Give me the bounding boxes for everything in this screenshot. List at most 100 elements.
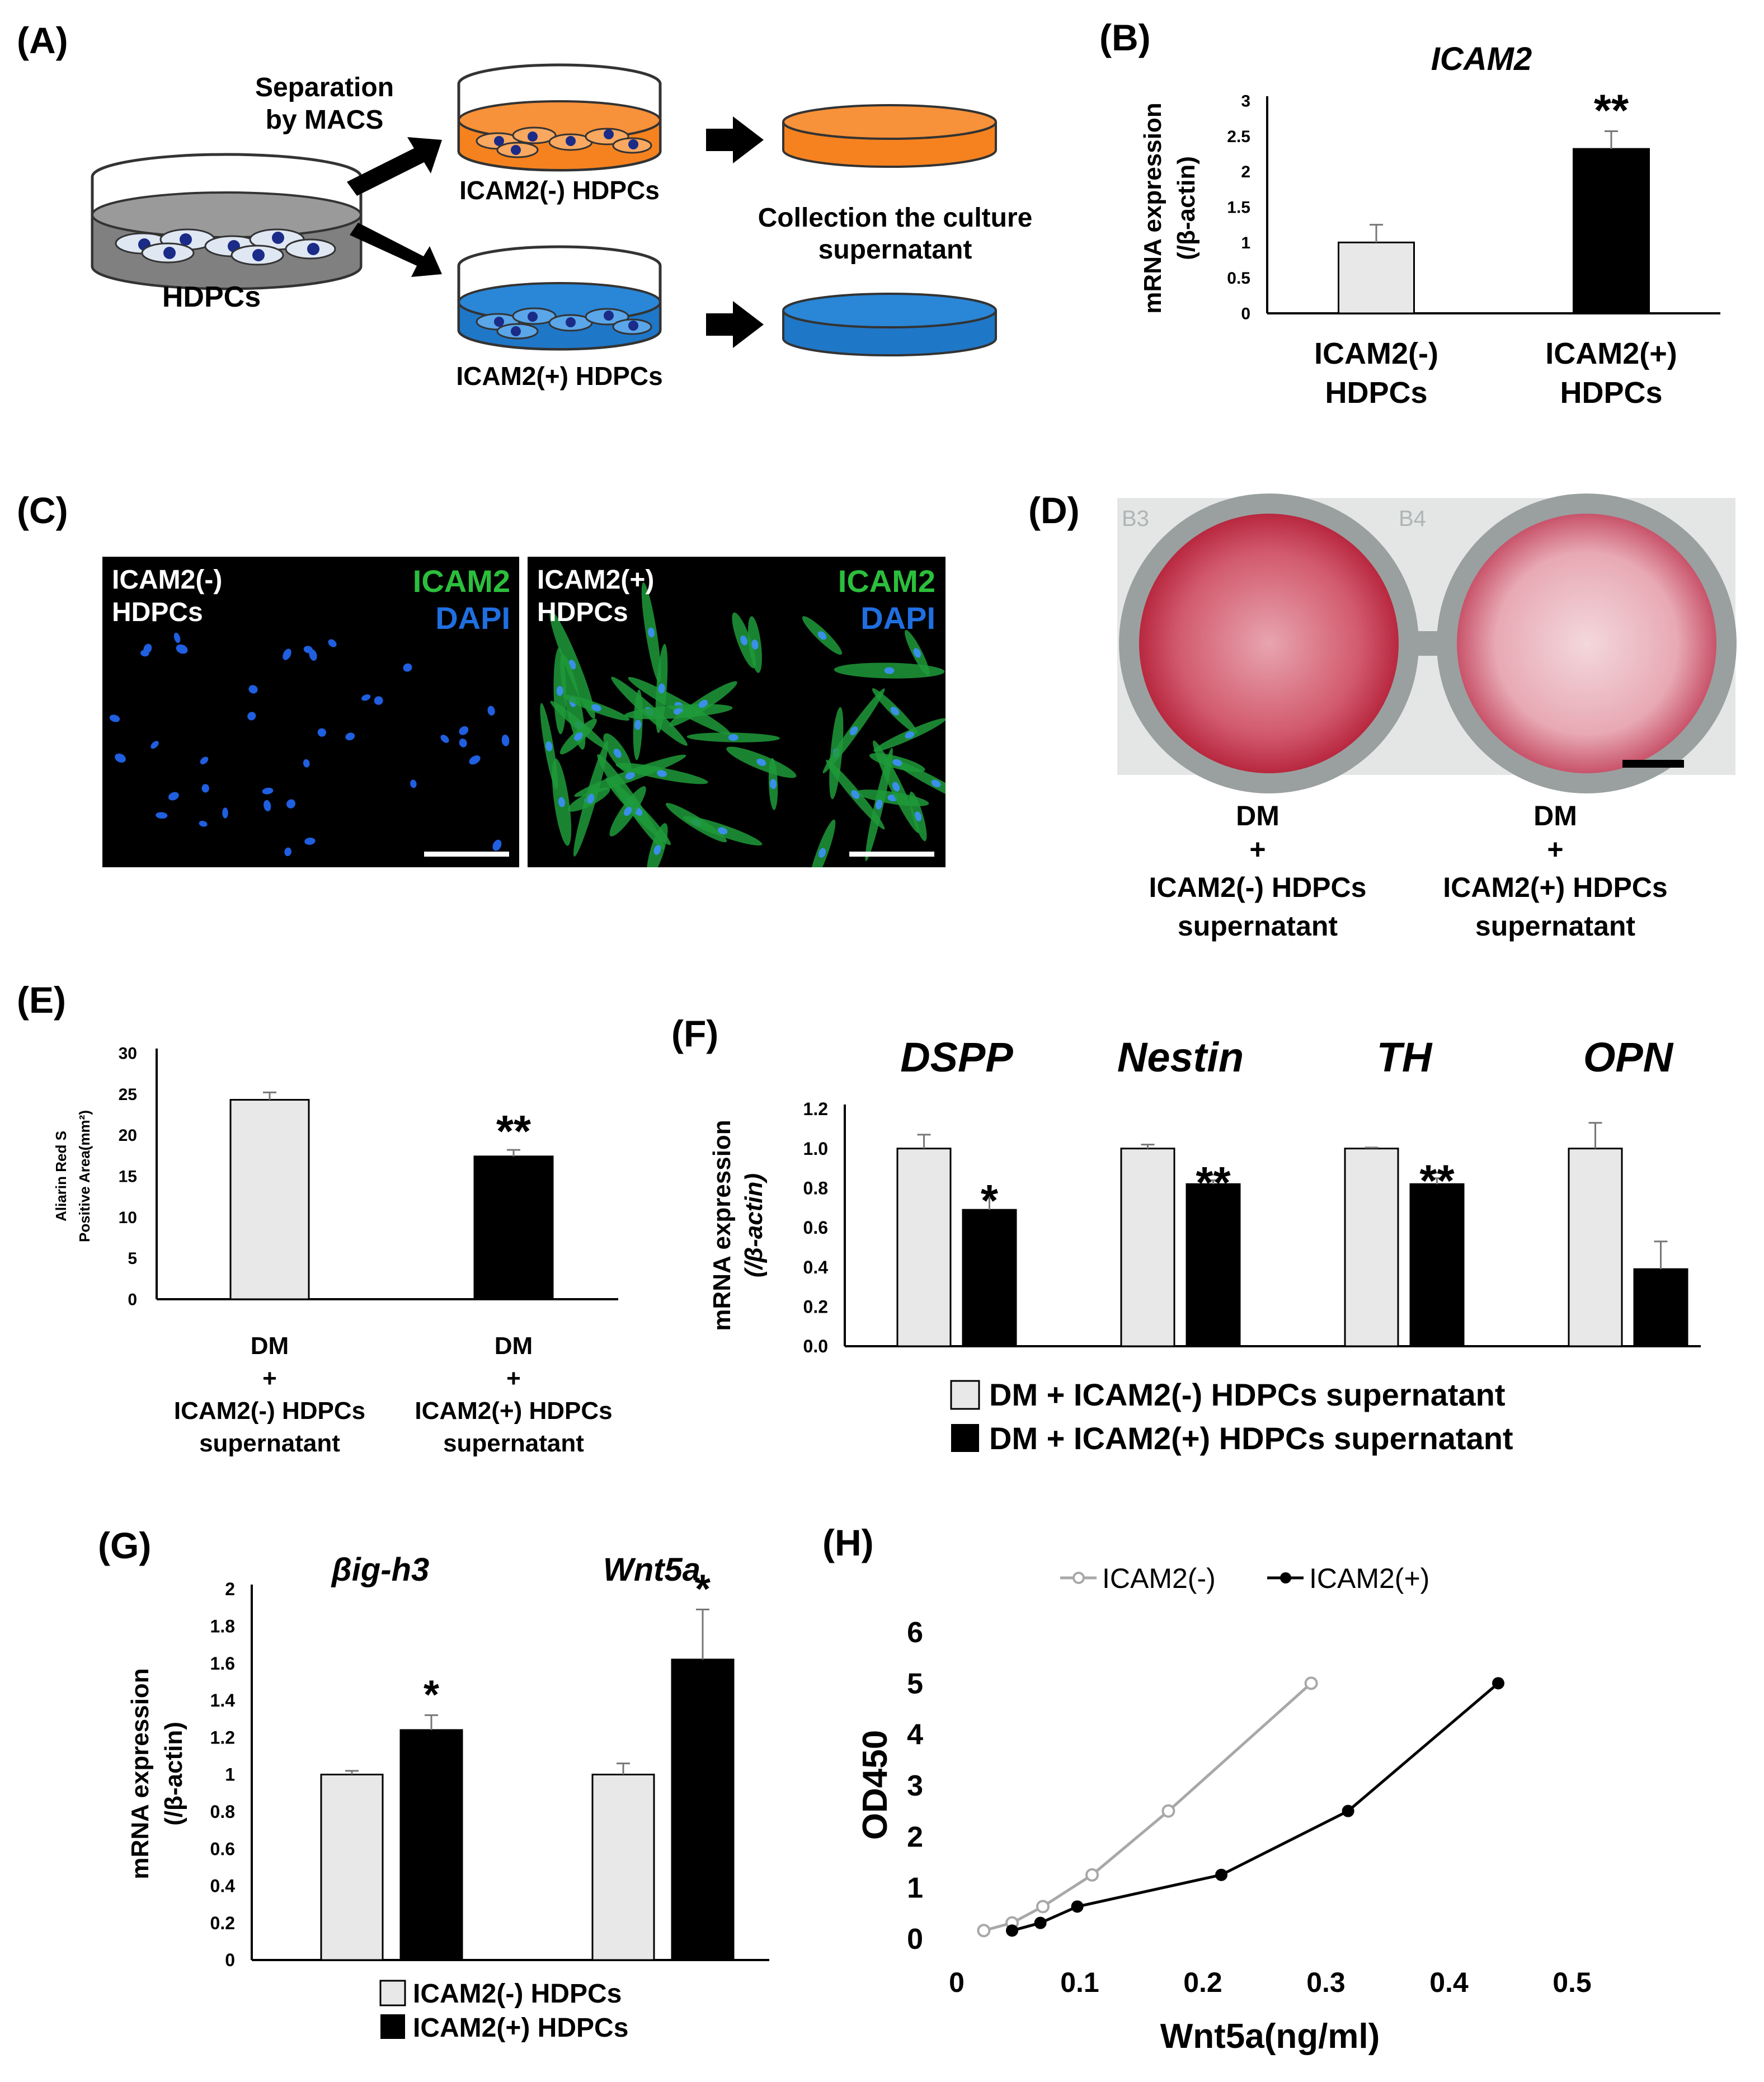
legend-label-pos: ICAM2(+) HDPCs xyxy=(413,2013,628,2043)
bar xyxy=(229,1099,310,1300)
x-tick-label: 0.3 xyxy=(1306,1967,1346,1998)
significance-marker: * xyxy=(695,1567,711,1611)
category-title: Wnt5a xyxy=(603,1552,700,1588)
y-tick-label: 0.4 xyxy=(210,1876,236,1896)
separation-label-2: by MACS xyxy=(266,105,384,135)
dapi-nucleus xyxy=(501,734,510,746)
significance-marker: ** xyxy=(1594,85,1629,135)
well-bridge xyxy=(1393,631,1460,656)
y-tick-label: 1.5 xyxy=(1227,199,1250,217)
data-point xyxy=(1342,1804,1354,1817)
y-axis-label: (/β-actin) xyxy=(1173,156,1200,260)
dapi-nucleus xyxy=(248,685,258,694)
y-tick-label: 1.6 xyxy=(210,1653,235,1674)
x-tick-label: + xyxy=(506,1365,521,1392)
panel-h-label: (H) xyxy=(822,1522,874,1563)
category-title: TH xyxy=(1377,1034,1433,1080)
dapi-nucleus xyxy=(591,704,601,712)
y-tick-label: 0 xyxy=(1241,305,1250,323)
y-tick-label: 0.6 xyxy=(210,1839,235,1859)
y-tick-label: 5 xyxy=(128,1249,137,1268)
y-tick-label: 30 xyxy=(119,1045,137,1063)
chart-title: ICAM2 xyxy=(1431,41,1532,77)
dapi-nucleus xyxy=(817,631,827,640)
dapi-nucleus xyxy=(492,839,502,851)
dapi-nucleus xyxy=(574,732,583,741)
y-tick-label: 2.5 xyxy=(1227,128,1250,146)
x-tick-label: DM xyxy=(495,1332,533,1360)
collection-label-2: supernatant xyxy=(819,235,972,265)
dapi-nucleus xyxy=(653,845,661,855)
c-pos-label-2: HDPCs xyxy=(537,598,628,627)
well-neg xyxy=(1139,514,1399,773)
dapi-nucleus xyxy=(931,779,941,787)
scale-bar xyxy=(424,852,509,857)
data-point xyxy=(1006,1924,1018,1937)
dapi-nucleus xyxy=(556,685,563,696)
dapi-nucleus xyxy=(819,848,826,858)
x-tick-label: supernatant xyxy=(443,1430,584,1457)
well-label-right: B4 xyxy=(1399,506,1426,531)
significance-marker: ** xyxy=(1196,1158,1231,1207)
y-tick-label: 1.0 xyxy=(803,1139,828,1159)
bar xyxy=(671,1658,735,1961)
fluorescence-image-neg xyxy=(102,557,519,867)
icam2-pos-dish xyxy=(457,245,662,351)
category-title: OPN xyxy=(1583,1034,1674,1080)
dapi-nucleus xyxy=(740,635,748,646)
icam2-neg-dish xyxy=(457,63,662,172)
data-point xyxy=(1071,1900,1084,1913)
x-tick-label: ICAM2(-) HDPCs xyxy=(174,1397,365,1425)
category-title: Nestin xyxy=(1117,1034,1244,1080)
dapi-nucleus xyxy=(634,720,642,730)
y-axis-label: mRNA expression xyxy=(126,1668,154,1879)
y-tick-label: 1 xyxy=(1241,234,1250,252)
bar xyxy=(1633,1268,1688,1347)
x-tick-label: HDPCs xyxy=(1560,376,1662,410)
y-tick-label: 1.8 xyxy=(210,1616,235,1637)
x-tick-label: ICAM2(+) HDPCs xyxy=(415,1397,612,1425)
y-axis-label: mRNA expression xyxy=(1139,102,1166,313)
dapi-nucleus xyxy=(487,706,495,716)
icam2-pos-label: ICAM2(+) HDPCs xyxy=(456,361,662,391)
icam2-cells-pos xyxy=(540,582,945,867)
significance-marker: * xyxy=(981,1176,999,1225)
dapi-nucleus xyxy=(199,820,208,827)
dapi-nucleus xyxy=(657,770,667,777)
significance-marker: * xyxy=(424,1672,439,1717)
panel-e-label: (E) xyxy=(17,979,66,1021)
well-label-left: B3 xyxy=(1122,506,1149,531)
category-title: βig-h3 xyxy=(331,1552,430,1588)
y-tick-label: 4 xyxy=(907,1719,923,1751)
dapi-nucleus xyxy=(698,699,708,708)
c-pos-stain-1: ICAM2 xyxy=(838,563,935,599)
y-tick-label: 5 xyxy=(907,1667,923,1700)
y-tick-label: 6 xyxy=(907,1616,923,1649)
x-tick-label: 0.2 xyxy=(1183,1967,1222,1998)
dapi-nucleus xyxy=(168,792,179,801)
dapi-nucleus xyxy=(222,807,228,819)
dapi-nucleus xyxy=(286,799,296,809)
arrow-up-right-icon xyxy=(347,137,442,196)
y-tick-label: 20 xyxy=(119,1126,137,1145)
cell-icons xyxy=(115,228,336,266)
bar xyxy=(473,1155,554,1300)
dapi-nucleus xyxy=(201,784,209,793)
y-tick-label: 0.4 xyxy=(803,1257,829,1277)
dapi-nucleus xyxy=(410,779,417,788)
legend-label-pos: DM + ICAM2(+) HDPCs supernatant xyxy=(989,1421,1513,1456)
data-point xyxy=(977,1924,991,1938)
dapi-nucleus xyxy=(328,639,337,647)
dapi-nucleus xyxy=(150,741,159,749)
arrow-down-right-icon xyxy=(350,223,442,277)
x-tick-label: 0.4 xyxy=(1429,1967,1469,1998)
x-tick-label: 0.1 xyxy=(1060,1967,1099,1998)
data-point xyxy=(1492,1677,1504,1690)
